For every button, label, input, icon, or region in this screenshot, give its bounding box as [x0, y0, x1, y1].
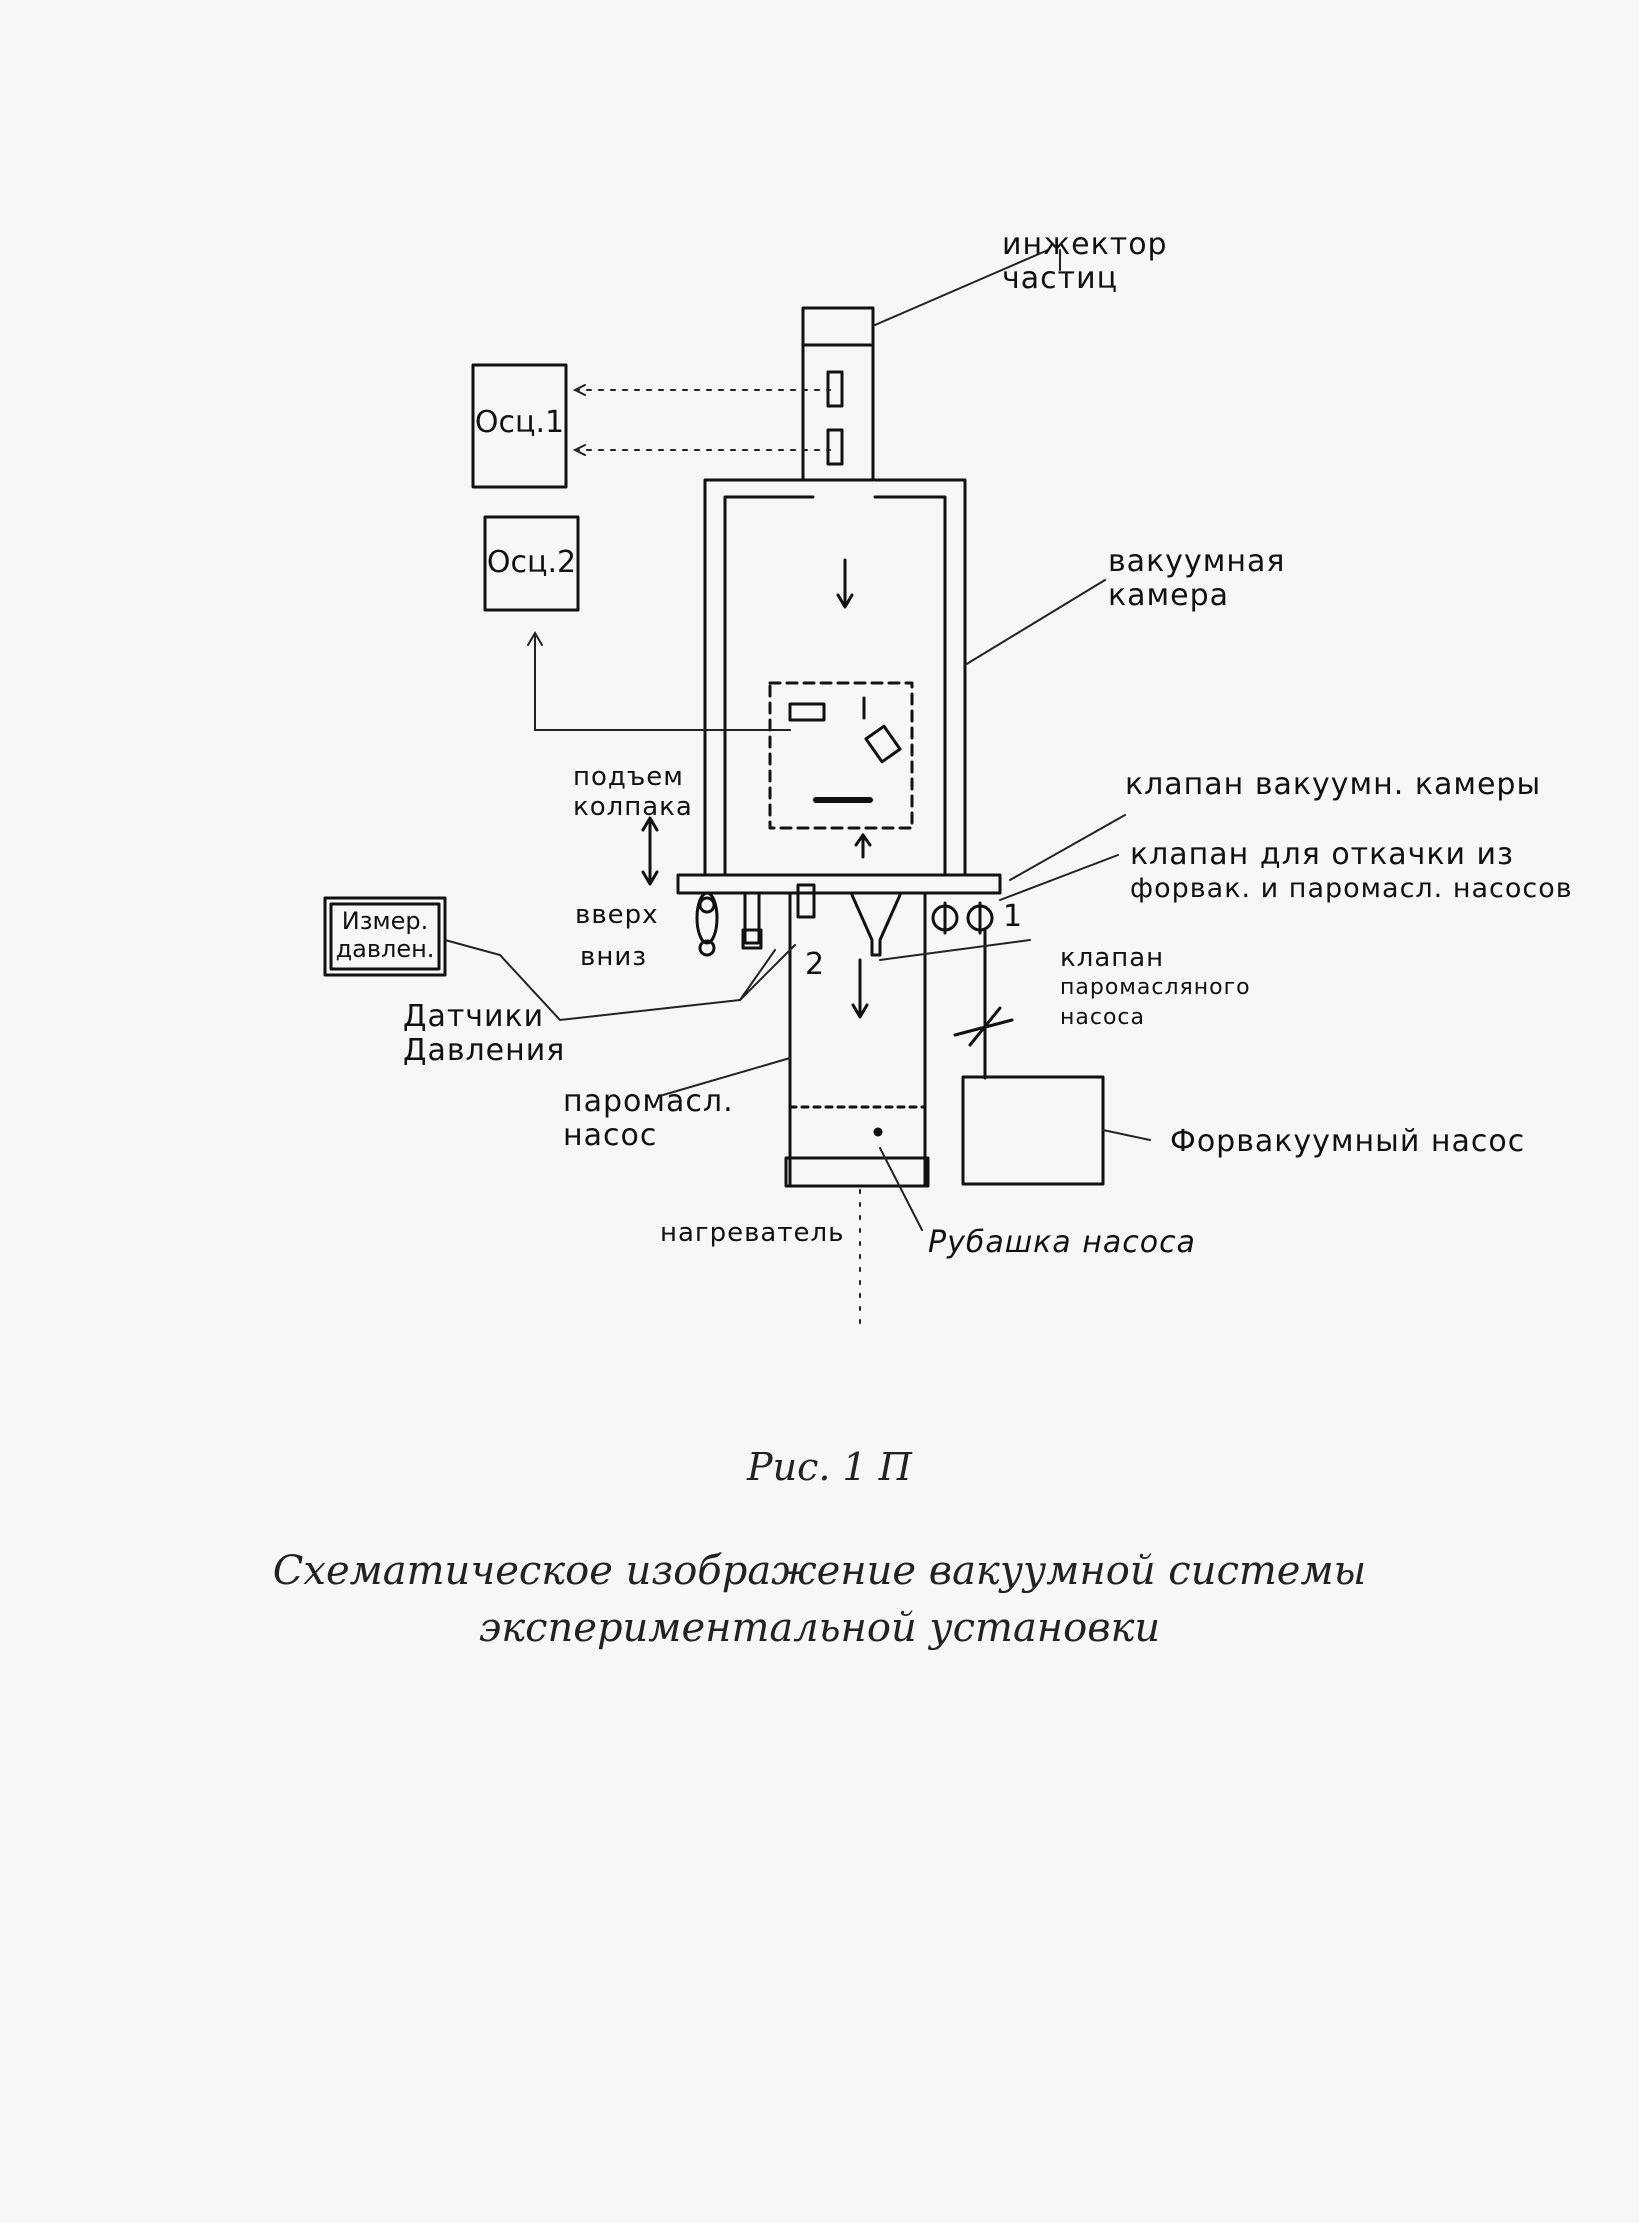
pressure-sensors-label: Датчики Давления — [403, 999, 566, 1068]
diffusion-pump-label: паромасл. насос — [563, 1084, 734, 1153]
down-label: вниз — [580, 942, 648, 972]
base-plate — [676, 873, 1002, 895]
target-assembly — [768, 681, 914, 830]
injector-label: инжектор частиц — [1002, 227, 1168, 296]
oscilloscope-1-label: Осц.1 — [474, 405, 565, 440]
pressure-meter — [323, 896, 447, 977]
heater-label: нагреватель — [660, 1218, 845, 1248]
oscilloscope-1 — [471, 363, 568, 489]
diffusion-pump — [784, 891, 930, 1188]
vacuum-chamber — [703, 478, 967, 877]
pressure-meter-label: Измер. давлен. — [335, 907, 435, 963]
figure-number: Рис. 1 П — [747, 1445, 912, 1489]
valve-number-1: 1 — [1003, 899, 1024, 934]
chamber-valve-label: клапан вакуумн. камеры — [1125, 767, 1542, 802]
forevacuum-pump-label: Форвакуумный насос — [1170, 1124, 1526, 1159]
pumpout-valve-label: клапан для откачки из форвак. и паромасл… — [1130, 837, 1573, 905]
oscilloscope-2-label: Осц.2 — [486, 545, 577, 580]
oscilloscope-2 — [483, 515, 580, 612]
pump-jacket-label: Рубашка насоса — [928, 1225, 1196, 1260]
valve-number-2: 2 — [805, 947, 826, 982]
lift-cap-label: подъем колпака — [573, 762, 693, 822]
caption-line-1: Схематическое изображение вакуумной сист… — [272, 1548, 1367, 1594]
vacuum-chamber-label: вакуумная камера — [1108, 544, 1286, 613]
particle-injector — [801, 306, 875, 482]
forevacuum-pump — [961, 1075, 1105, 1186]
up-label: вверх — [575, 900, 659, 930]
diffusion-pump-valve-label: клапан паромасляного насоса — [1060, 943, 1251, 1030]
caption-line-2: экспериментальной установки — [478, 1605, 1161, 1651]
